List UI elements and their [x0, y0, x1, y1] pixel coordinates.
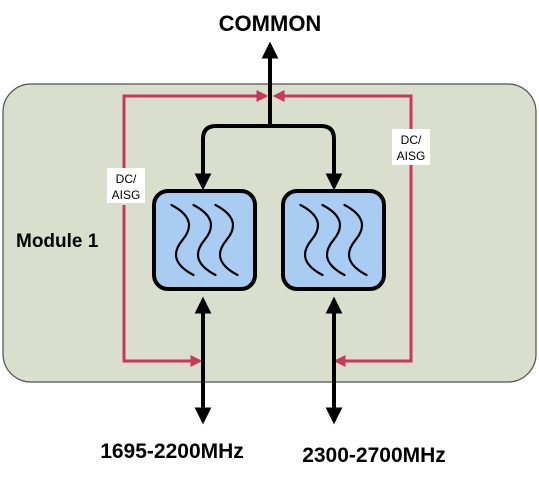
right-bias-path — [272, 90, 413, 130]
filter-block-left — [152, 189, 257, 291]
left-branch-arrow — [194, 124, 270, 191]
left-bias-label-box — [107, 168, 145, 203]
signal-paths — [194, 41, 343, 425]
right-bias-path-lower — [333, 165, 413, 367]
bias-paths — [122, 90, 413, 367]
bandpass-filter-icon — [299, 203, 368, 277]
left-bias-label-line1: DC/ — [116, 172, 137, 186]
left-bias-label-line2: AISG — [112, 188, 141, 202]
left-bias-path — [122, 90, 269, 185]
right-bias-label-box — [392, 129, 430, 165]
right-branch-arrow — [270, 124, 343, 191]
right-bias-label-line1: DC/ — [401, 133, 422, 147]
module-label: Module 1 — [16, 231, 99, 252]
left-bias-label: DC/ AISG — [107, 168, 145, 203]
right-bias-label-line2: AISG — [397, 149, 426, 163]
left-bias-path-lower — [122, 205, 203, 367]
left-port-label: 1695-2200MHz — [100, 440, 244, 463]
filter-block-right — [281, 189, 386, 291]
right-bias-label: DC/ AISG — [392, 129, 430, 165]
bandpass-filter-icon — [170, 203, 239, 277]
common-port-label: COMMON — [219, 11, 322, 36]
right-port-label: 2300-2700MHz — [302, 444, 446, 467]
